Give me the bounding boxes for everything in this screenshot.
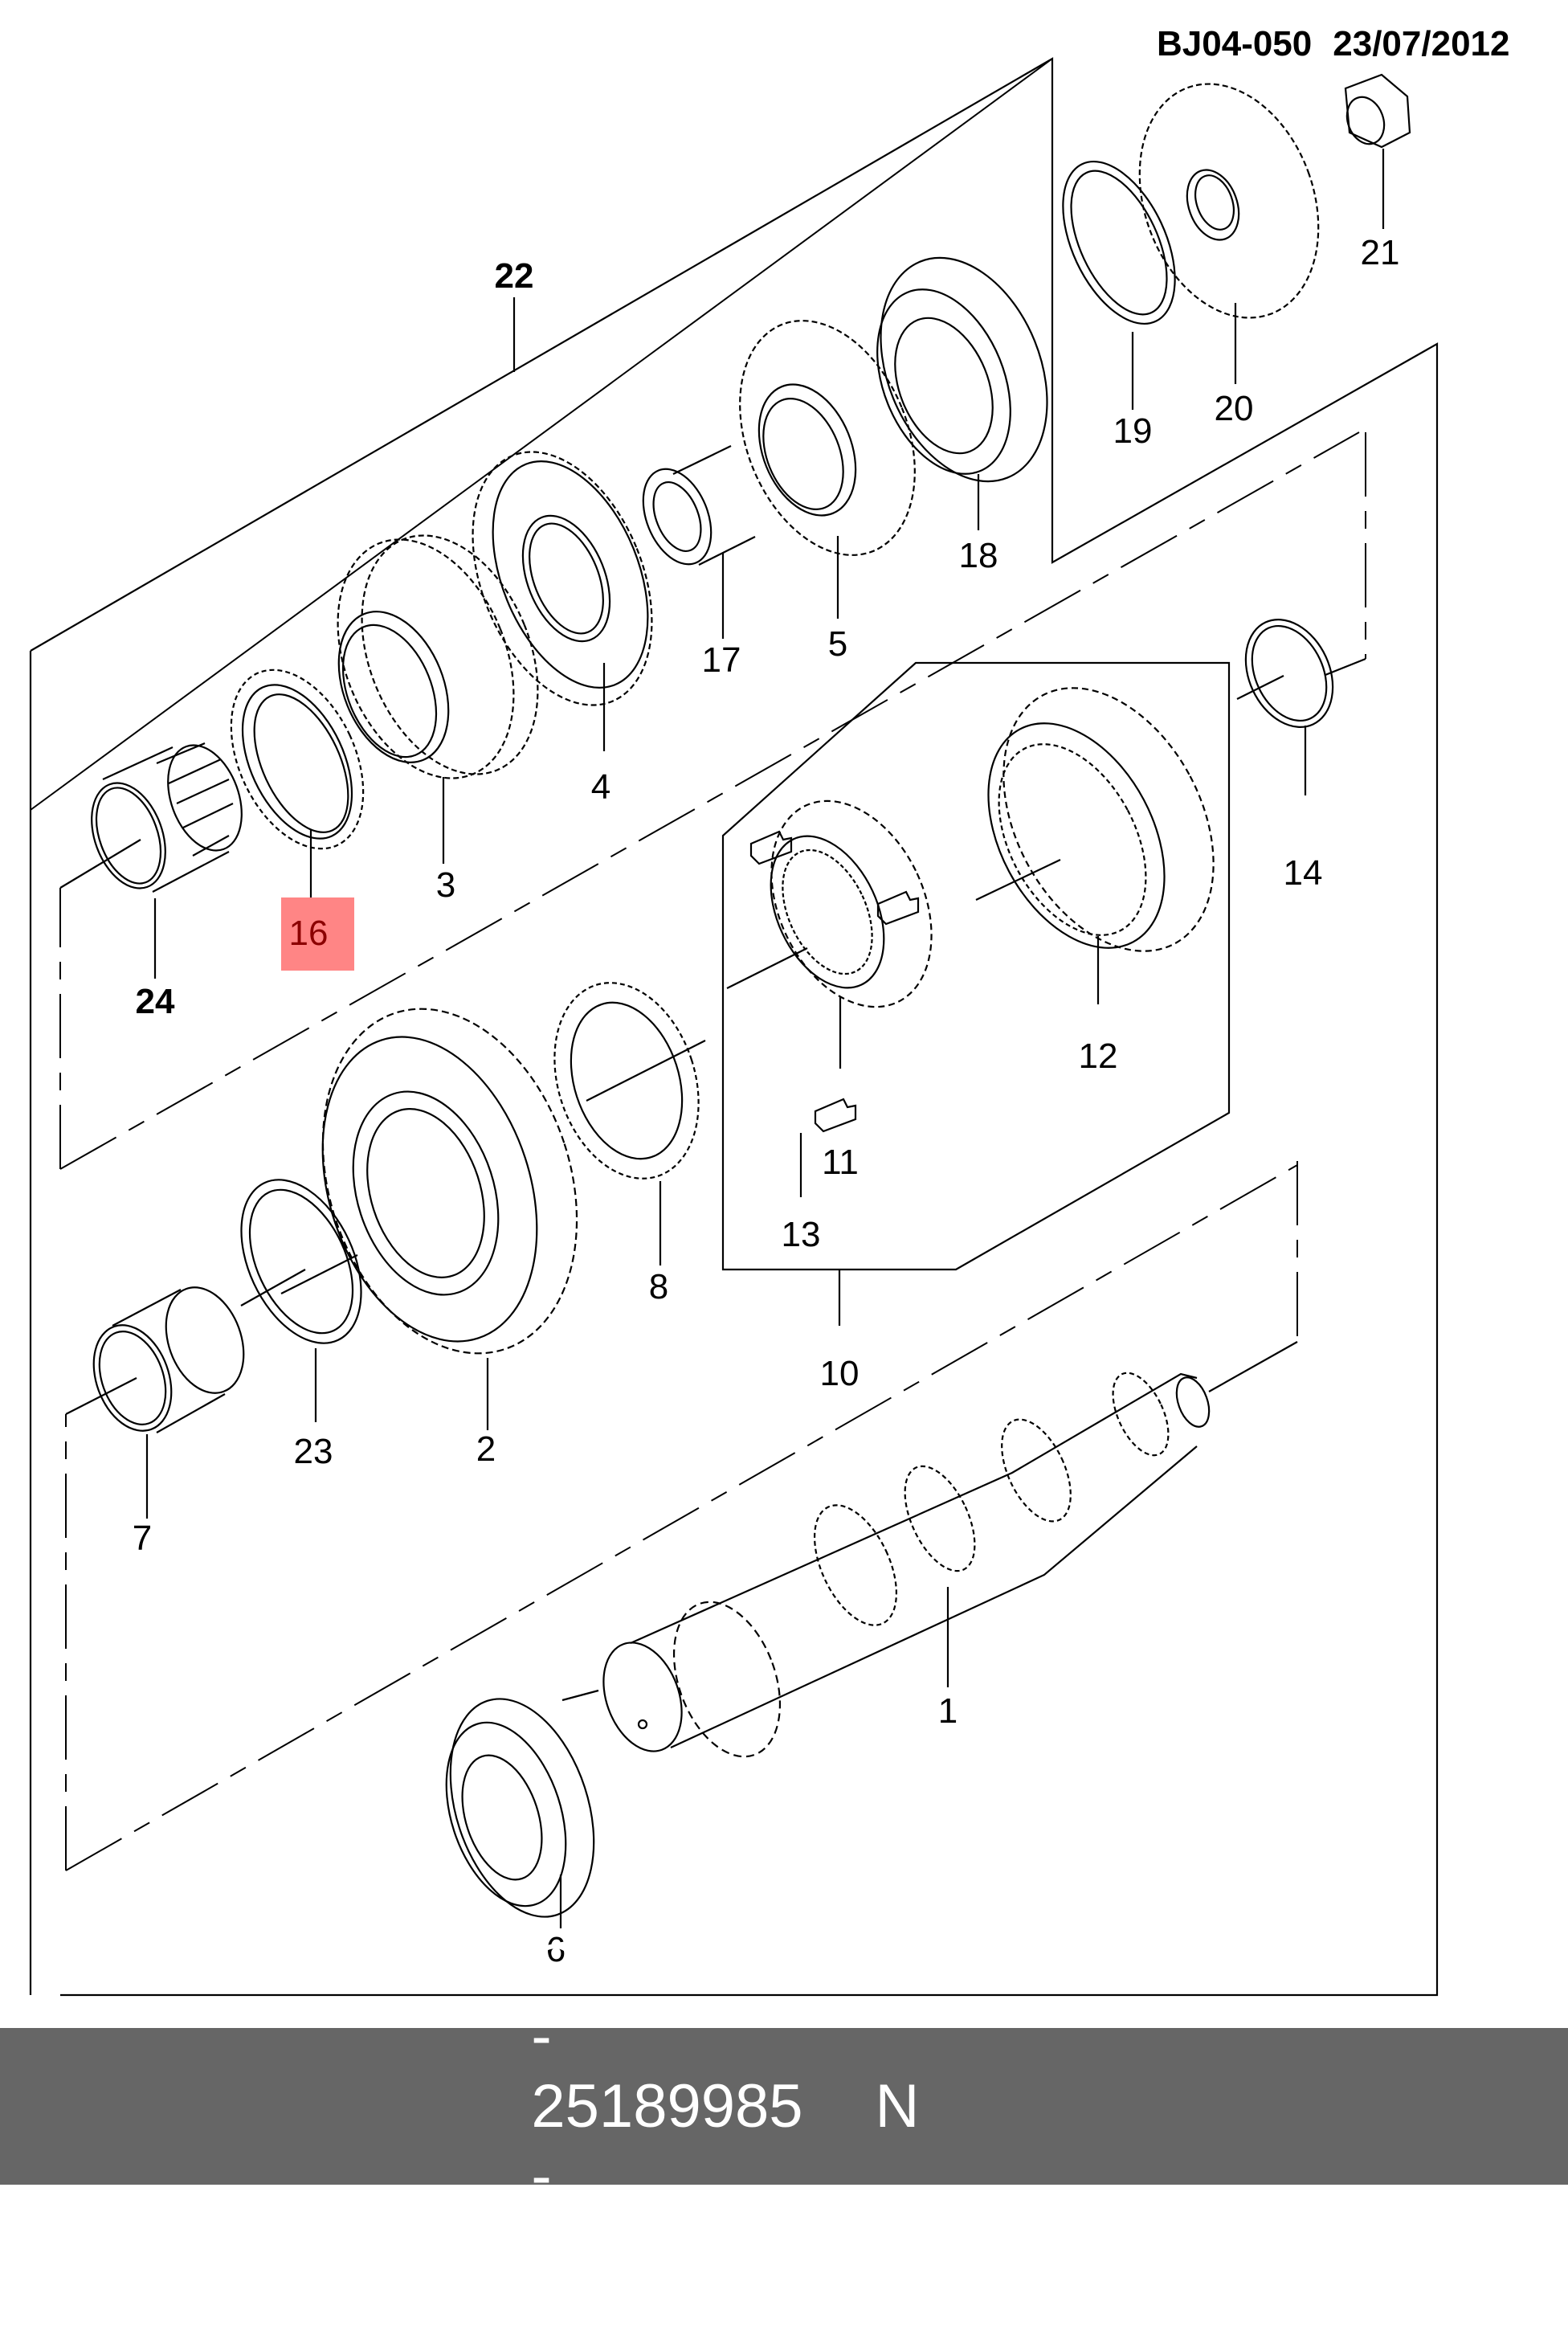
outer-frame (31, 59, 1437, 1995)
part-2-gear (280, 975, 619, 1430)
part-19-ring (1040, 145, 1198, 410)
diagram-code: BJ04-050 (1157, 24, 1313, 63)
diagram-header: BJ04-050 23/07/2012 (1157, 24, 1509, 64)
footer-separator: - (531, 2002, 552, 2071)
callout-6[interactable]: 6 (545, 1930, 566, 1969)
callout-4[interactable]: 4 (590, 767, 611, 807)
part-24-needle-bearing (60, 735, 255, 979)
callout-20[interactable]: 20 (1214, 389, 1254, 428)
footer-brand: GENERAL MOTORS (531, 1932, 1105, 2001)
part-6-bearing (425, 1681, 619, 1936)
part-3-gear (304, 509, 571, 864)
part-8-synchro-ring (531, 964, 723, 1265)
callout-22[interactable]: 22 (494, 256, 534, 296)
callout-10[interactable]: 10 (819, 1354, 860, 1393)
part-7-needle-bearing (66, 1277, 258, 1519)
callout-18[interactable]: 18 (958, 536, 998, 575)
shaft-end-leader (1209, 1342, 1297, 1392)
part-1-output-shaft (590, 1364, 1215, 1771)
footer-band: GENERAL MOTORS - 25189985 N - 16 (0, 1932, 1568, 2280)
callout-23[interactable]: 23 (293, 1432, 333, 1471)
callout-16[interactable]: 16 (288, 914, 329, 953)
callout-13[interactable]: 13 (781, 1215, 821, 1254)
callout-3[interactable]: 3 (435, 865, 456, 905)
callout-19[interactable]: 19 (1113, 411, 1153, 451)
callout-21[interactable]: 21 (1360, 233, 1400, 272)
callout-5[interactable]: 5 (827, 624, 848, 664)
footer-ref-prefix: N (875, 2072, 920, 2140)
part-14-ring (1229, 605, 1350, 795)
dashed-panel-upper (60, 432, 1366, 1169)
callout-8[interactable]: 8 (648, 1267, 669, 1306)
highlighted-part-box (281, 897, 354, 971)
sync-assembly-box (723, 663, 1229, 1270)
panel-22 (31, 59, 1052, 810)
callout-24[interactable]: 24 (135, 982, 175, 1021)
footer-part-number: 25189985 (531, 2072, 803, 2140)
dashed-panel-lower (66, 1161, 1297, 1871)
callout-2[interactable]: 2 (476, 1429, 496, 1469)
part-21-nut (1341, 75, 1410, 229)
callout-14[interactable]: 14 (1283, 853, 1323, 893)
part-5-gear (707, 295, 947, 619)
part-20-gear (1109, 59, 1350, 384)
callout-1[interactable]: 1 (937, 1691, 958, 1731)
exploded-parts-diagram (0, 0, 1568, 2025)
part-18-bearing (850, 233, 1079, 530)
part-23-washer (217, 1161, 385, 1422)
part-17-spacer (631, 446, 755, 639)
leader-14-line (1325, 659, 1366, 675)
part-12-sleeve (953, 652, 1256, 1004)
callout-11[interactable]: 11 (822, 1143, 859, 1182)
callout-12[interactable]: 12 (1078, 1036, 1118, 1076)
part-11-hub (727, 775, 963, 1069)
part-13-keys (751, 832, 918, 1197)
callout-7[interactable]: 7 (132, 1519, 153, 1558)
footer-ref-number: 16 (531, 2212, 599, 2280)
footer-caption: GENERAL MOTORS - 25189985 N - 16 (463, 1862, 1105, 2351)
part-4-gear (438, 426, 686, 751)
diagram-date: 23/07/2012 (1333, 24, 1510, 63)
footer-ref-separator: - (531, 2142, 552, 2210)
part-16-synchro-ring (205, 649, 390, 908)
callout-17[interactable]: 17 (701, 640, 741, 680)
